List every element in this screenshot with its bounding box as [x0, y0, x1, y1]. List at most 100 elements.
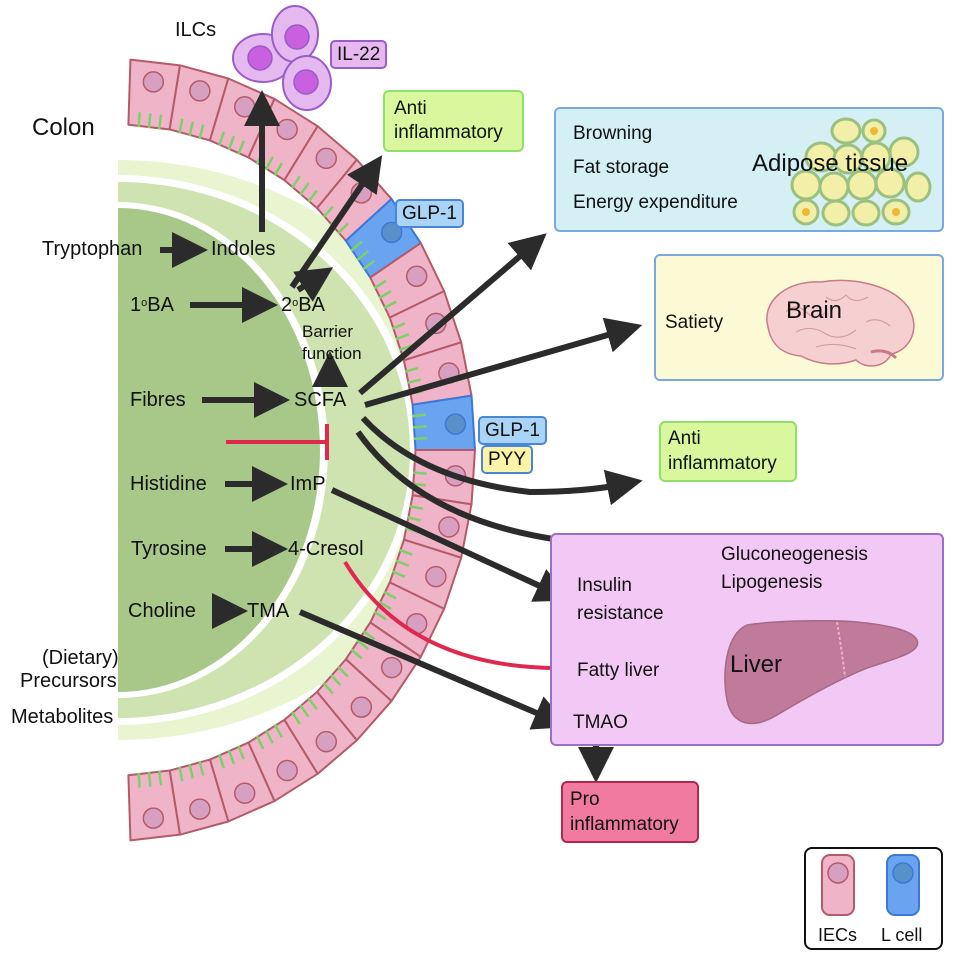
microvillus — [264, 729, 274, 744]
precursors-label-line1: (Dietary) — [42, 647, 119, 669]
brain-title: Brain — [786, 297, 843, 324]
microvillus — [188, 121, 195, 137]
microvillus — [157, 114, 163, 130]
adipose-item-energy-expenditure: Energy expenditure — [573, 192, 738, 213]
cell-nucleus — [405, 265, 428, 287]
legend-iec-nucleus — [827, 862, 849, 884]
microvillus — [373, 279, 387, 290]
precursors-label-line2: Precursors — [20, 670, 117, 692]
microvillus — [412, 471, 427, 475]
microvillus — [329, 673, 342, 687]
colon-lumen — [118, 160, 463, 740]
cell-nucleus — [142, 807, 165, 829]
microvillus — [237, 140, 246, 155]
microvillus — [407, 516, 421, 522]
inhibit-line-cresol — [343, 560, 566, 671]
microvillus — [198, 124, 205, 140]
barrier-label-line2: function — [302, 344, 362, 363]
cell-nucleus — [276, 759, 298, 782]
microvillus — [383, 590, 397, 600]
pyy-tag: PYY — [481, 445, 534, 474]
microvillus — [299, 704, 310, 718]
microvillus — [391, 570, 406, 578]
degree-sup: o — [141, 297, 148, 309]
metabolite-scfa: SCFA — [294, 389, 347, 411]
microvillus — [350, 648, 363, 660]
microvillus — [178, 118, 184, 134]
arrow-scfa-antiinflam — [360, 415, 643, 506]
microvillus — [383, 300, 397, 310]
microvillus — [137, 112, 141, 128]
microvillus — [273, 723, 284, 738]
cell-nucleus — [233, 96, 256, 118]
microvillus — [322, 205, 334, 219]
metabolites-label: Metabolites — [11, 706, 114, 728]
precursor-fibres: Fibres — [130, 389, 186, 411]
microvillus — [198, 760, 205, 776]
metabolite-4-cresol: 4-Cresol — [288, 538, 364, 560]
liver-item-resistance: resistance — [577, 603, 664, 624]
cell-nucleus — [380, 656, 403, 679]
microvillus — [378, 289, 392, 300]
microvillus — [307, 697, 318, 711]
microvillus — [412, 425, 427, 429]
microvillus — [217, 131, 226, 147]
legend-box: IECs L cell — [804, 847, 943, 950]
barrier-label-line1: Barrier — [302, 322, 354, 341]
liver-item-insulin: Insulin — [577, 575, 632, 596]
liver-item-tmao: TMAO — [573, 712, 628, 733]
microvillus — [227, 135, 236, 151]
adipose-cells-icon — [790, 117, 932, 227]
microvillus — [336, 222, 349, 235]
cell-nucleus — [350, 696, 373, 718]
adipose-tissue-box: Browning Fat storage Energy expenditure … — [554, 107, 944, 232]
microvillus — [398, 344, 413, 352]
liver-box: Gluconeogenesis Lipogenesis Insulin resi… — [550, 533, 944, 746]
arrow-scfa-adipose — [358, 233, 547, 396]
precursor-histidine: Histidine — [130, 473, 207, 495]
microvillus — [398, 548, 413, 556]
cell-nucleus — [189, 80, 211, 102]
cell-nucleus — [142, 71, 165, 93]
precursor-1ba-suffix: BA — [147, 294, 174, 316]
ilc-nucleus — [247, 45, 273, 71]
microvillus — [307, 189, 318, 203]
microvillus — [356, 250, 370, 261]
liver-item-lipogenesis: Lipogenesis — [721, 572, 823, 593]
microvillus — [290, 175, 301, 189]
microvillus — [264, 156, 274, 171]
liver-item-gluconeogenesis: Gluconeogenesis — [721, 544, 868, 565]
microvillus — [409, 504, 423, 511]
anti-inflammatory-mid-line2: inflammatory — [668, 453, 777, 474]
liver-item-fatty-liver: Fatty liver — [577, 660, 660, 681]
brain-item-satiety: Satiety — [665, 312, 724, 333]
pro-inflammatory-box: Pro inflammatory — [561, 781, 699, 843]
microvillus — [373, 610, 387, 621]
precursor-1ba-num: 1 — [130, 294, 142, 316]
microvillus — [227, 749, 236, 765]
microvillus — [237, 745, 246, 760]
legend-icons — [821, 854, 920, 916]
liver-title: Liver — [730, 651, 783, 678]
microvillus — [412, 413, 426, 418]
microvillus — [137, 772, 141, 788]
arrow-imp-insulin — [330, 487, 572, 602]
microvillus — [188, 763, 195, 779]
microvillus — [350, 240, 363, 252]
microvillus — [407, 378, 421, 384]
precursor-choline: Choline — [128, 600, 196, 622]
glp1-tag-mid: GLP-1 — [478, 416, 547, 445]
microvillus — [157, 770, 163, 786]
metabolite-tma: TMA — [247, 600, 290, 622]
ilcs-label: ILCs — [175, 19, 217, 41]
brain-box: Satiety Brain — [654, 254, 944, 381]
il22-badge: IL-22 — [330, 40, 388, 69]
microvillus — [356, 639, 370, 650]
microvillus — [336, 665, 349, 678]
microvillus — [147, 113, 152, 129]
lumen-inner-layer — [118, 208, 320, 692]
metabolite-imp: ImP — [290, 473, 326, 495]
adipose-tissue-title: Adipose tissue — [752, 150, 909, 177]
anti-inflammatory-box-top: Anti inflammatory — [383, 90, 524, 152]
